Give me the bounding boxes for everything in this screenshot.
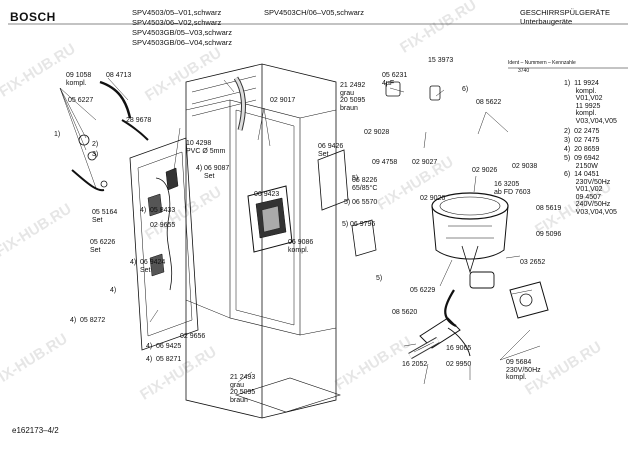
part-label: 21 2493 grau 20 5095 braun [230,374,256,404]
part-label: 1) [54,131,61,138]
part-label: 4) [130,259,137,266]
part-label: 06 9424 Set [140,259,166,274]
part-label: 4) [196,165,203,172]
part-label: 3) [92,151,99,158]
model-line: SPV4503GB/05–V03,schwarz [132,28,233,37]
part-label: 06 9087 Set [204,165,230,180]
page-title: GESCHIRRSPÜLGERÄTE [520,8,611,17]
part-label: 06 5570 [352,199,378,206]
part-label: 6) [462,86,469,93]
model-line: SPV4503/05–V01,schwarz [132,8,222,17]
part-label: 08 5619 [536,205,562,212]
part-label: 06 9423 [254,191,280,198]
part-label: 09 5684 230V/50Hz kompl. [506,359,541,381]
part-label: 02 9017 [270,97,296,104]
ident-code: 3740 [518,68,530,74]
side-panel [129,137,199,351]
part-label: 05 8272 [80,317,106,324]
variant-note: 2) 02 2475 [564,128,600,135]
part-label: 02 9028 [364,129,390,136]
part-label: 09 5096 [536,231,562,238]
part-label: 09 1058 kompl. [66,72,92,87]
part-label: 4) [146,343,153,350]
part-label: 4) [70,317,77,324]
part-label: 5) [352,175,359,182]
part-label: 05 6231 4µF [382,72,408,87]
part-label: 16 3205 ab FD 7603 [494,181,531,196]
page-subtitle: Unterbaugeräte [520,17,573,26]
part-label: 02 9950 [446,361,472,368]
part-label: 08 5622 [476,99,502,106]
variant-note: 4) 20 8659 [564,146,600,153]
brand-logo: BOSCH [10,10,56,24]
part-label: 5) [344,199,351,206]
part-label: 5) [342,221,349,228]
part-label: 15 3973 [428,57,454,64]
part-label: 02 9656 [180,333,206,340]
part-label: 02 9026 [420,195,446,202]
part-label: 28 9678 [126,117,152,124]
part-label: 05 8433 [150,207,176,214]
cabinet-frame [185,63,341,419]
part-label: 16 9065 [446,345,472,352]
part-label: 06 9425 [156,343,182,350]
part-label: 05 6227 [68,97,94,104]
variant-note: 3) 02 7475 [564,137,600,144]
part-label: 05 5164 Set [92,209,118,224]
variant-note: 1) 11 9924 kompl. V01,V02 11 9925 kompl.… [564,80,617,125]
ident-label: Ident – Nummern – Kennzahle [508,60,576,66]
hose-part [233,76,246,131]
part-label: 4) [146,356,153,363]
part-label: 08 4713 [106,72,132,79]
part-label: 05 6226 Set [90,239,116,254]
inlet-hose [71,80,149,192]
model-line: SPV4503/06–V02,schwarz [132,18,222,27]
variant-note: 5) 09 6942 2150W [564,155,600,170]
part-label: 4) [110,287,117,294]
part-label: 05 6229 [410,287,436,294]
part-label: 02 9038 [512,163,538,170]
part-label: 06 9086 kompl. [288,239,314,254]
part-label: 16 2052 [402,361,428,368]
leader-lines [59,77,541,385]
part-label: 02 9026 [472,167,498,174]
lock-assembly [247,185,293,253]
variant-note: 6) 14 0451 230V/50Hz V01,V02 09 4507 240… [564,171,617,216]
part-label: 21 2492 grau 20 5095 braun [340,82,366,112]
part-label: 06 9796 [350,221,376,228]
model-line-ch: SPV4503CH/06–V05,schwarz [264,8,365,17]
part-label: 2) [92,141,99,148]
part-label: 06 8226 65/85°C [352,177,378,192]
part-label: 06 9426 Set [318,143,344,158]
part-label: 5) [376,275,383,282]
part-label: 4) [140,207,147,214]
document-id: e162173–4/2 [12,426,59,435]
drain-hose [408,317,471,360]
part-label: 05 8271 [156,356,182,363]
pump-assembly [431,192,549,327]
part-label: 03 2652 [520,259,546,266]
part-label: 08 5620 [392,309,418,316]
part-label: 02 9027 [412,159,438,166]
part-label: 10 4298 PVC Ø 5mm [186,140,226,155]
part-label: 09 4758 [372,159,398,166]
model-line: SPV4503GB/06–V04,schwarz [132,38,233,47]
part-label: 02 9655 [150,222,176,229]
